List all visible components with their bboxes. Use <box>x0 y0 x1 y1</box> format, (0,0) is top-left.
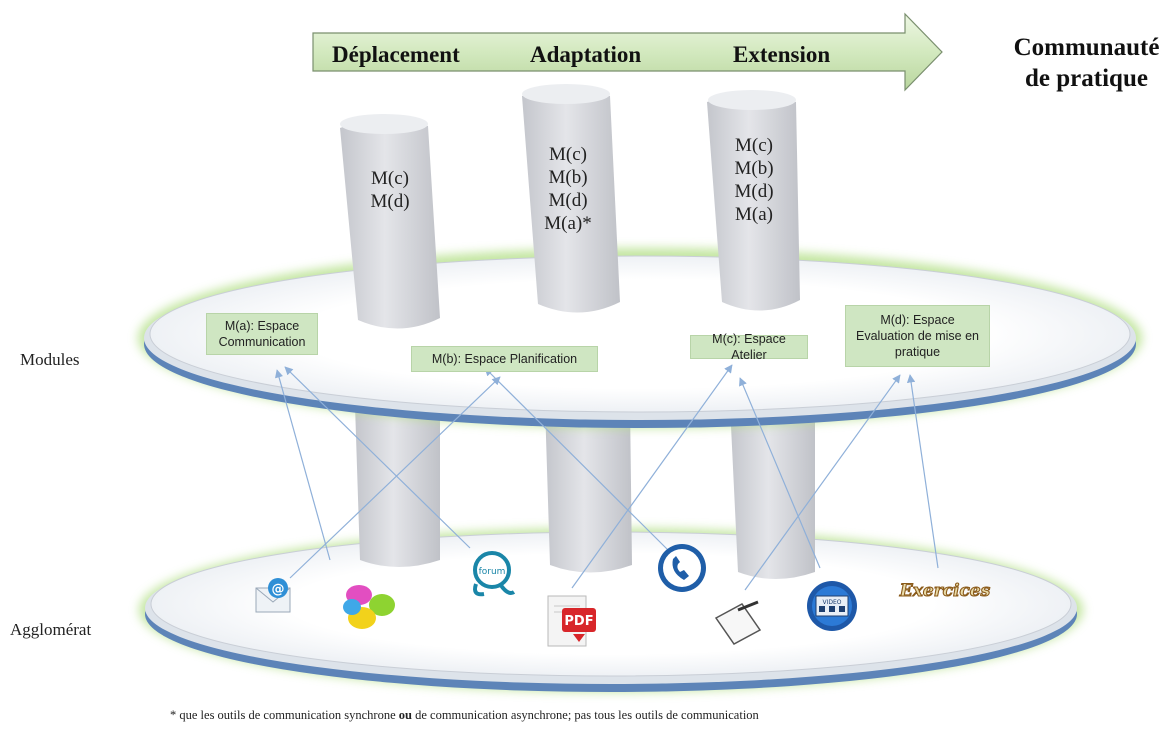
cylinder-module: M(a)* <box>544 213 592 234</box>
level-modules-label: Modules <box>20 350 80 369</box>
link-video-to-atelier <box>739 377 821 569</box>
link-email-to-planification <box>289 376 501 579</box>
forum-icon: forum <box>473 551 516 597</box>
link-pdf-to-atelier <box>571 364 733 589</box>
exercices-label: Exercices <box>899 581 991 601</box>
community-title: Communauté de pratique <box>1000 32 1173 94</box>
community-title-line1: Communauté <box>1013 34 1160 61</box>
module-communication-line2: Communication <box>218 335 306 349</box>
chat-bubbles-icon <box>343 585 395 629</box>
cylinder-module: M(c) <box>735 135 773 156</box>
notepad-icon <box>714 600 762 645</box>
cylinder-module: M(d) <box>734 181 774 202</box>
cylinder-module: M(b) <box>734 158 774 179</box>
link-phone-to-planification <box>484 367 669 551</box>
footnote-part1: * que les outils de communication synchr… <box>170 708 399 722</box>
link-arrows <box>274 364 939 591</box>
cylinder-deplacement-modules: M(c) M(d) <box>350 167 430 213</box>
progression-arrow <box>312 12 943 92</box>
forum-label: forum <box>479 567 506 577</box>
footnote-part2: de communication asynchrone; pas tous le… <box>411 708 759 722</box>
email-at-symbol: @ <box>272 582 285 597</box>
level-agglomerat-label: Agglomérat <box>10 620 92 639</box>
cylinder-module: M(d) <box>370 191 410 212</box>
phase-deplacement: Déplacement <box>332 42 460 67</box>
cylinder-adaptation <box>522 84 620 313</box>
module-communication-line1: M(a): Espace <box>224 319 300 333</box>
phone-icon <box>658 544 706 592</box>
cylinder-lower-segments <box>355 405 815 579</box>
link-chat-to-communication <box>274 369 331 561</box>
phase-extension: Extension <box>733 42 831 67</box>
cylinder-adaptation-modules: M(c) M(b) M(d) M(a)* <box>528 143 608 235</box>
cylinder-deplacement <box>340 114 440 329</box>
module-atelier-line1: M(c): Espace Atelier <box>712 332 786 362</box>
module-evaluation-line2: Evaluation de mise en <box>856 329 979 343</box>
module-communication: M(a): Espace Communication <box>206 313 318 355</box>
cylinder-module: M(b) <box>548 167 588 188</box>
module-planification: M(b): Espace Planification <box>411 346 598 372</box>
exercices-icon: Exercices <box>898 580 991 601</box>
video-label: VIDEO <box>822 599 841 606</box>
link-exercices-to-evaluation <box>906 374 939 569</box>
module-evaluation-line3: pratique <box>894 345 941 359</box>
agglomerat-disc <box>139 528 1083 692</box>
module-evaluation: M(d): Espace Evaluation de mise en prati… <box>845 305 990 367</box>
cylinder-module: M(a) <box>735 204 773 225</box>
cylinder-module: M(d) <box>548 190 588 211</box>
cylinder-extension-modules: M(c) M(b) M(d) M(a) <box>714 134 794 226</box>
cylinder-extension <box>707 90 800 311</box>
pdf-icon: PDF <box>547 595 596 647</box>
community-title-line2: de pratique <box>1025 65 1148 92</box>
module-evaluation-line1: M(d): Espace <box>880 313 955 327</box>
footnote-bold: ou <box>398 708 412 722</box>
footnote: * que les outils de communication synchr… <box>170 708 759 723</box>
cylinder-module: M(c) <box>371 168 409 189</box>
pdf-label: PDF <box>564 614 593 629</box>
link-forum-to-communication <box>284 366 471 549</box>
module-atelier: M(c): Espace Atelier <box>690 332 808 362</box>
link-notepad-to-evaluation <box>744 374 901 591</box>
module-planification-line1: M(b): Espace Planification <box>431 352 578 366</box>
email-icon: @ <box>255 578 291 613</box>
phase-adaptation: Adaptation <box>530 42 642 67</box>
cylinder-module: M(c) <box>549 144 587 165</box>
video-icon: VIDEO <box>807 581 857 631</box>
